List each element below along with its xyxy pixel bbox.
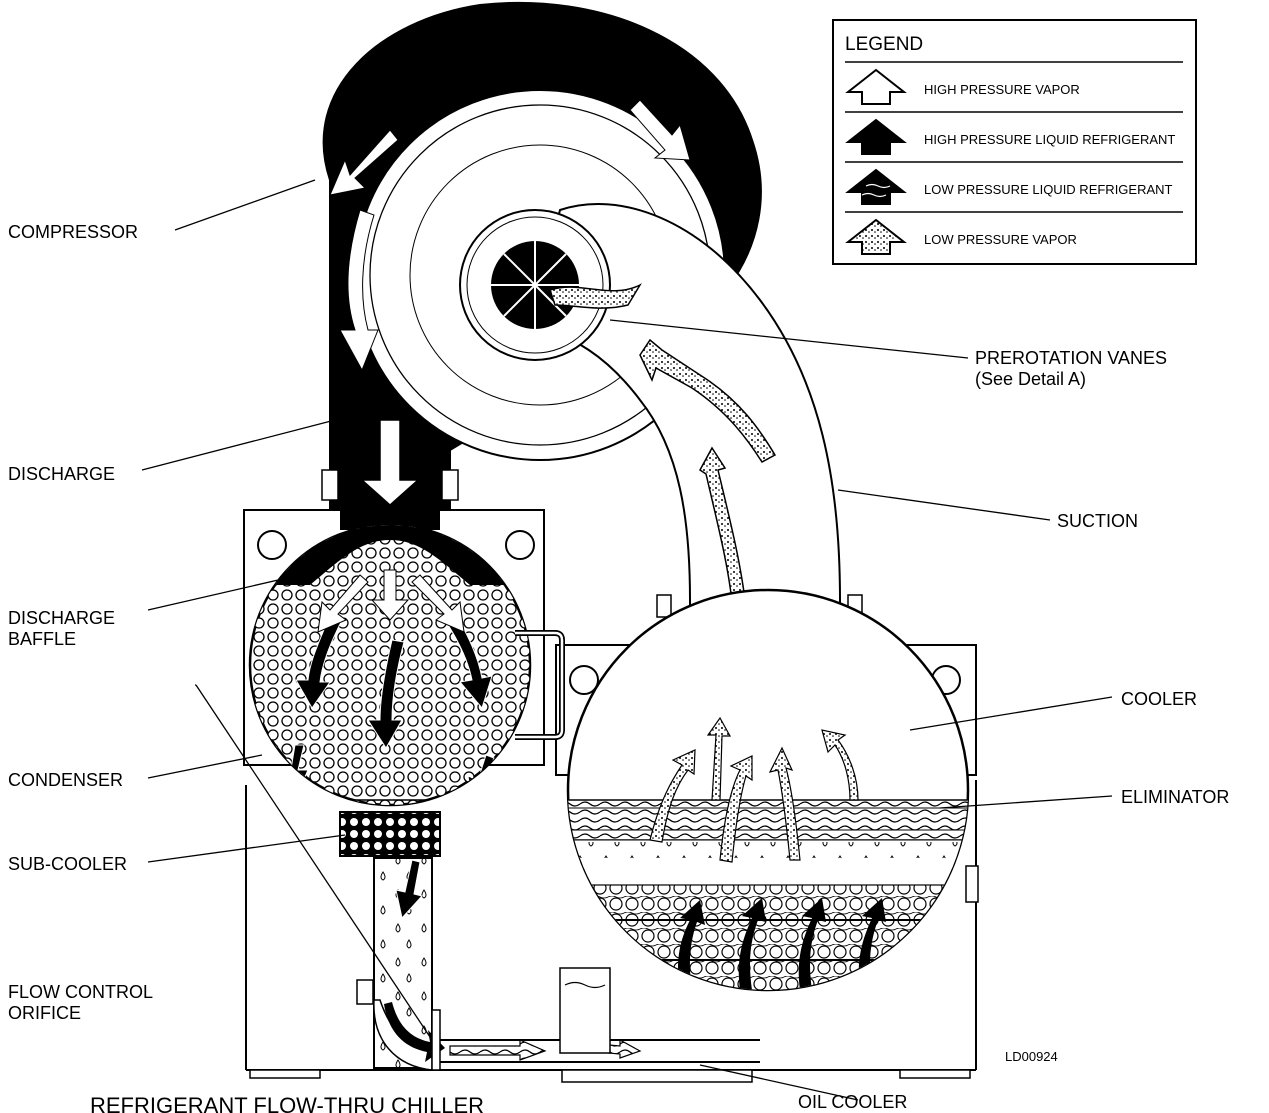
label-flow-control-line2: ORIFICE [8, 1003, 81, 1023]
label-discharge-baffle-line1: DISCHARGE [8, 608, 115, 628]
label-discharge: DISCHARGE [8, 464, 115, 484]
legend-item-label: LOW PRESSURE LIQUID REFRIGERANT [924, 182, 1173, 197]
drawing-code: LD00924 [1005, 1049, 1058, 1064]
label-suction: SUCTION [1057, 511, 1138, 531]
legend-item-label: HIGH PRESSURE VAPOR [924, 82, 1080, 97]
label-compressor: COMPRESSOR [8, 222, 138, 242]
sub-cooler [340, 812, 440, 856]
legend-title: LEGEND [845, 34, 923, 55]
figure-caption: REFRIGERANT FLOW-THRU CHILLER [90, 1093, 484, 1113]
label-eliminator: ELIMINATOR [1121, 787, 1229, 807]
label-discharge-baffle-line2: BAFFLE [8, 629, 76, 649]
legend-item-label: HIGH PRESSURE LIQUID REFRIGERANT [924, 132, 1175, 147]
label-oil-cooler: OIL COOLER [798, 1092, 907, 1112]
label-sub-cooler: SUB-COOLER [8, 854, 127, 874]
legend-item-label: LOW PRESSURE VAPOR [924, 232, 1077, 247]
label-condenser: CONDENSER [8, 770, 123, 790]
label-prerotation-vanes: PREROTATION VANES [975, 348, 1167, 368]
label-cooler: COOLER [1121, 689, 1197, 709]
legend: LEGEND HIGH PRESSURE VAPOR HIGH PRESSURE… [833, 20, 1196, 264]
label-see-detail: (See Detail A) [975, 369, 1086, 389]
label-flow-control-line1: FLOW CONTROL [8, 982, 153, 1002]
